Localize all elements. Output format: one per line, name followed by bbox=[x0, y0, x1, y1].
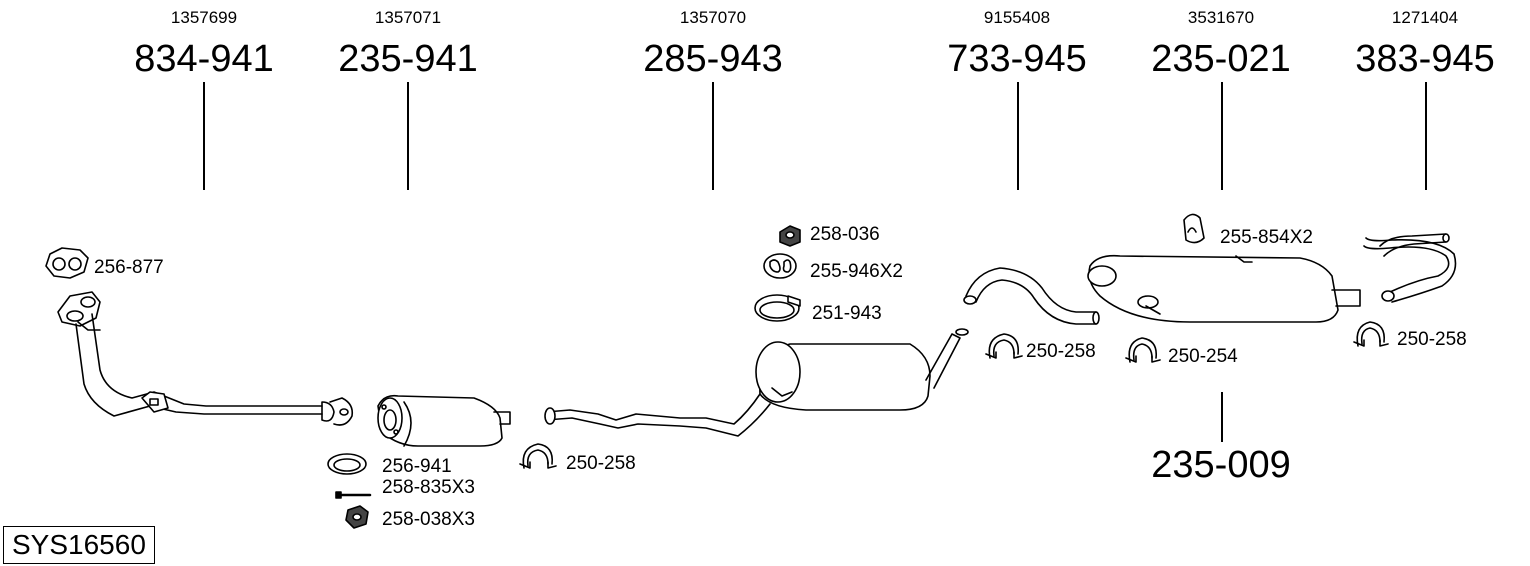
label-clamp-4[interactable]: 250-258 bbox=[1397, 329, 1467, 350]
label-rubber-mid[interactable]: 255-946X2 bbox=[810, 261, 903, 282]
clamp-icon[interactable] bbox=[1125, 337, 1161, 363]
leader-line bbox=[1221, 392, 1223, 442]
front-pipe[interactable] bbox=[57, 291, 354, 426]
bolt-icon[interactable] bbox=[335, 491, 372, 499]
oem-number-834-941: 1357699 bbox=[170, 8, 238, 27]
label-gasket-ring[interactable]: 256-941 bbox=[382, 456, 452, 477]
oem-number-235-941: 1357071 bbox=[374, 8, 442, 27]
label-nut-mid[interactable]: 258-036 bbox=[810, 224, 880, 245]
middle-silencer[interactable] bbox=[544, 328, 969, 437]
part-number-front-pipe[interactable]: 834-941 bbox=[134, 38, 274, 80]
catalyst[interactable] bbox=[377, 394, 511, 447]
label-clamp-3[interactable]: 250-254 bbox=[1168, 346, 1238, 367]
label-clamp-band[interactable]: 251-943 bbox=[812, 303, 882, 324]
oem-number-285-943: 1357070 bbox=[679, 8, 747, 27]
intermediate-pipe[interactable] bbox=[963, 267, 1100, 325]
clamp-icon[interactable] bbox=[1353, 321, 1389, 347]
part-number-catalyst[interactable]: 235-941 bbox=[338, 38, 478, 80]
leader-line bbox=[712, 82, 714, 190]
leader-line bbox=[203, 82, 205, 190]
nut-icon[interactable] bbox=[345, 505, 369, 529]
oem-number-235-021: 3531670 bbox=[1187, 8, 1255, 27]
system-code: SYS16560 bbox=[3, 526, 155, 564]
part-number-middle-silencer[interactable]: 285-943 bbox=[643, 38, 783, 80]
leader-line bbox=[407, 82, 409, 190]
clamp-icon[interactable] bbox=[985, 333, 1023, 359]
part-number-intermediate-pipe[interactable]: 733-945 bbox=[947, 38, 1087, 80]
label-clamp-1[interactable]: 250-258 bbox=[566, 453, 636, 474]
label-rubber-rear[interactable]: 255-854X2 bbox=[1220, 227, 1313, 248]
part-number-235-009[interactable]: 235-009 bbox=[1151, 444, 1291, 486]
oem-number-733-945: 9155408 bbox=[983, 8, 1051, 27]
gasket-ring-icon[interactable] bbox=[327, 453, 367, 475]
rubber-mount-icon[interactable] bbox=[763, 253, 797, 279]
label-gasket-front[interactable]: 256-877 bbox=[94, 257, 164, 278]
gasket-icon[interactable] bbox=[45, 247, 89, 279]
tail-pipe[interactable] bbox=[1363, 233, 1457, 303]
rear-silencer[interactable] bbox=[1087, 254, 1361, 323]
oem-number-383-945: 1271404 bbox=[1391, 8, 1459, 27]
part-number-tail-pipe[interactable]: 383-945 bbox=[1355, 38, 1495, 80]
clamp-icon[interactable] bbox=[519, 443, 557, 469]
leader-line bbox=[1221, 82, 1223, 190]
rubber-mount-icon[interactable] bbox=[1183, 213, 1205, 244]
band-clamp-icon[interactable] bbox=[754, 294, 801, 322]
label-clamp-2[interactable]: 250-258 bbox=[1026, 341, 1096, 362]
label-bolt[interactable]: 258-835X3 bbox=[382, 477, 475, 498]
label-nut-front[interactable]: 258-038X3 bbox=[382, 509, 475, 530]
nut-icon[interactable] bbox=[779, 225, 801, 247]
leader-line bbox=[1017, 82, 1019, 190]
part-number-rear-silencer[interactable]: 235-021 bbox=[1151, 38, 1291, 80]
leader-line bbox=[1425, 82, 1427, 190]
